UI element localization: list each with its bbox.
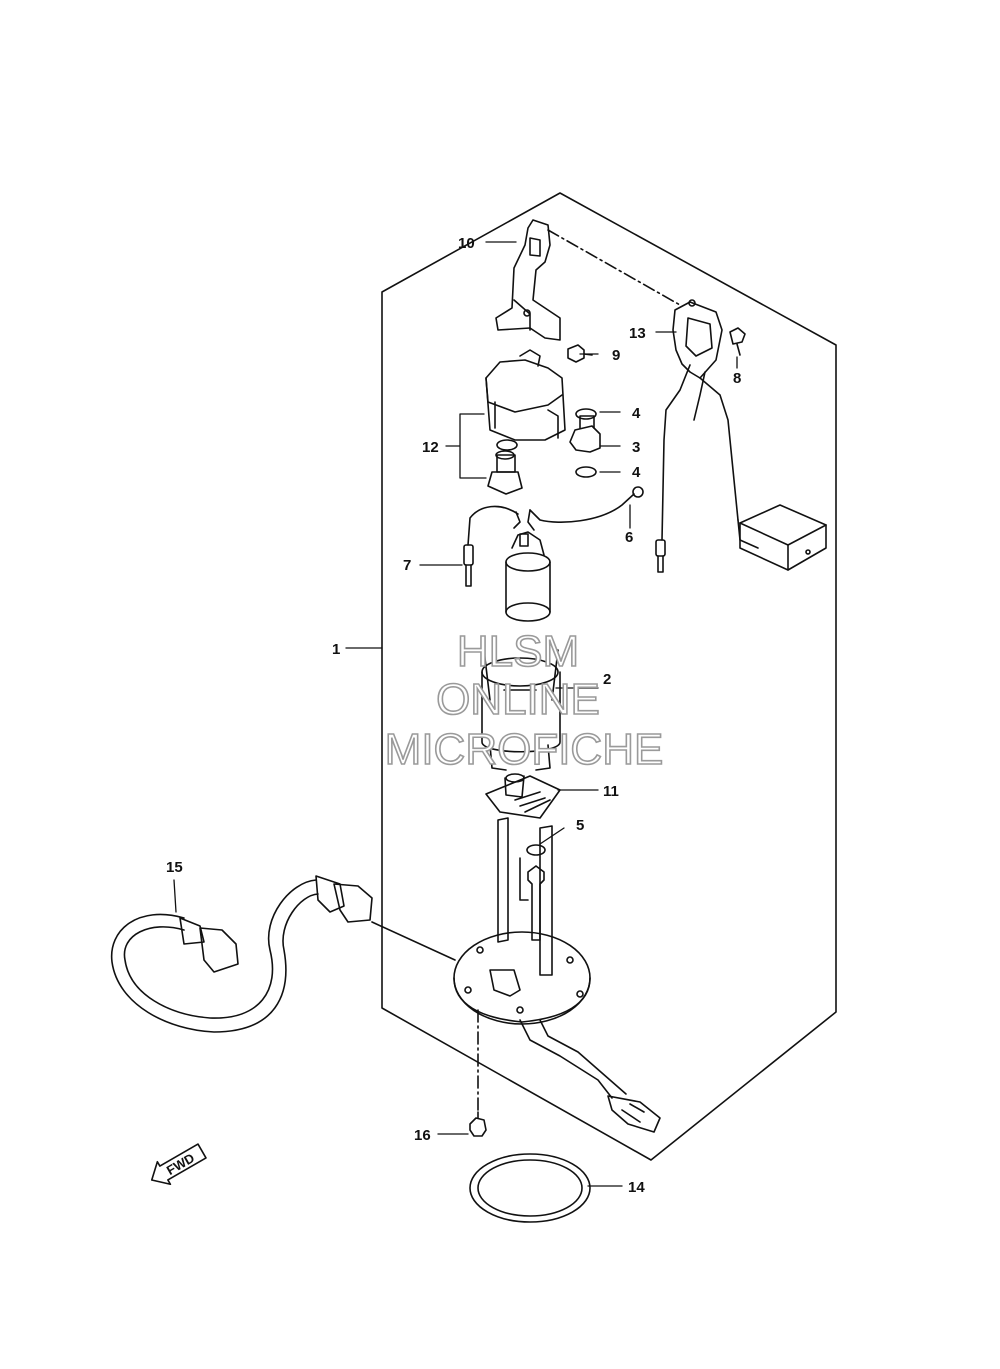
callout-7: 7 — [403, 557, 411, 574]
o-ring-lower — [575, 466, 597, 478]
callout-11: 11 — [603, 783, 619, 800]
callout-3: 3 — [632, 439, 640, 456]
bolt-8-part — [729, 327, 746, 356]
bracket-part — [495, 219, 561, 341]
fitting-3-part — [569, 415, 601, 453]
callout-15: 15 — [166, 859, 183, 876]
callout-4-upper: 4 — [632, 405, 641, 422]
callout-8: 8 — [733, 370, 741, 387]
fuel-hose-15-part — [110, 875, 373, 1033]
fwd-arrow: FWD — [150, 1143, 207, 1186]
lead-wire-7-part — [463, 505, 521, 587]
regulator-o-ring — [496, 439, 518, 451]
pump-base-part — [453, 817, 661, 1133]
callout-2: 2 — [603, 671, 611, 688]
callout-16: 16 — [414, 1127, 431, 1144]
callout-4-lower: 4 — [632, 464, 641, 481]
callout-5: 5 — [576, 817, 584, 834]
callout-10: 10 — [458, 235, 475, 252]
washer-5-part — [526, 844, 546, 856]
regulator-part — [487, 450, 523, 495]
regulator-housing-part — [485, 349, 566, 441]
watermark-line-3: MICROFICHE — [385, 725, 664, 774]
o-ring-upper — [575, 408, 597, 420]
level-sender-part — [655, 299, 827, 573]
leader-lines — [173, 241, 738, 1187]
centerline-bracket-sender — [547, 229, 681, 306]
filter-2-part — [481, 649, 561, 771]
watermark-line-1: HLSM — [457, 627, 579, 676]
hose-leader — [371, 921, 456, 961]
callout-14: 14 — [628, 1179, 645, 1196]
strainer-11-part — [485, 773, 561, 819]
fwd-label: FWD — [164, 1150, 197, 1178]
callout-6: 6 — [625, 529, 633, 546]
callout-12: 12 — [422, 439, 439, 456]
callout-9: 9 — [612, 347, 620, 364]
watermark-line-2: ONLINE — [436, 675, 600, 724]
callout-13: 13 — [629, 325, 646, 342]
lead-wire-6-part — [527, 486, 644, 531]
callout-1: 1 — [332, 641, 340, 658]
gasket-14-part — [469, 1153, 591, 1223]
assembly-boundary — [381, 192, 837, 1161]
fuel-pump-motor-part — [505, 531, 551, 622]
bolt-16-part — [469, 1111, 487, 1137]
